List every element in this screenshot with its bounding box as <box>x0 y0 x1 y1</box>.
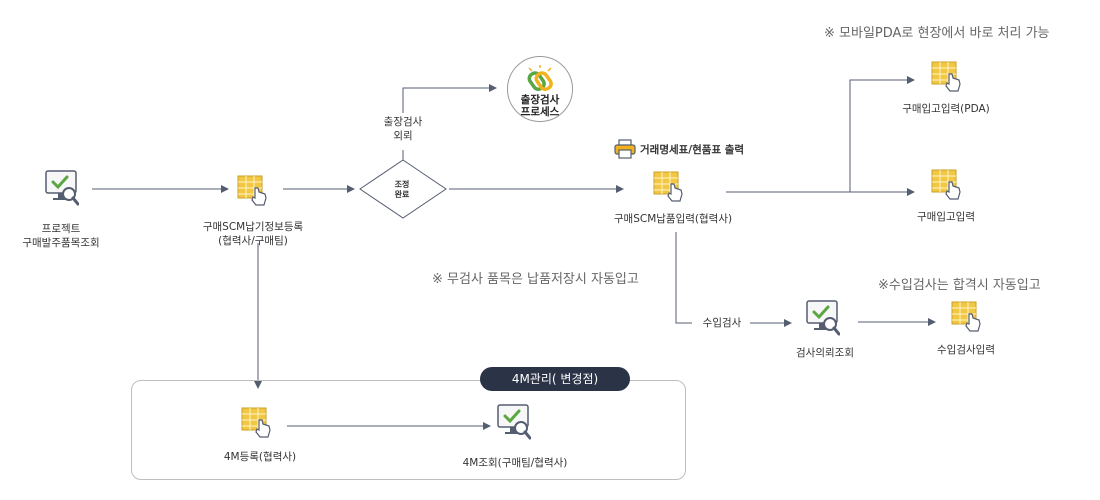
monitor-check-icon <box>45 170 79 206</box>
node-inspection-input-label: 수입검사입력 <box>937 344 995 356</box>
monitor-check-icon <box>806 300 840 336</box>
print-label: 거래명세표/현품표 출력 <box>640 144 745 156</box>
node-scm-delivery-label: 구매SCM납품입력(협력사) <box>613 213 733 225</box>
node-purchase-pda-label: 구매입고입력(PDA) <box>902 103 990 115</box>
decision-line2: 완료 <box>394 190 410 199</box>
printer-icon <box>614 139 636 159</box>
line-scm-delivery-to-import-inspection <box>675 232 692 324</box>
document-hand-icon <box>931 169 961 200</box>
inspection-request-line1: 출장검사 <box>383 116 423 128</box>
node-4m-query-label: 4M조회(구매팀/협력사) <box>462 457 568 469</box>
document-hand-icon <box>653 171 683 202</box>
document-hand-icon <box>931 61 961 92</box>
node-4m-register-label: 4M등록(협력사) <box>223 451 297 463</box>
import-pass-note: ※수입검사는 합격시 자동입고 <box>878 278 1041 293</box>
node-project-line2: 구매발주품목조회 <box>22 237 100 249</box>
node-scm-register-line2: (협력사/구매팀) <box>218 235 288 247</box>
4m-management-group <box>131 380 686 480</box>
decision-line1: 조정 <box>394 180 410 189</box>
arrow-to-purchase-pda <box>849 76 915 192</box>
decision-diamond <box>359 159 447 219</box>
document-hand-icon <box>237 175 267 206</box>
no-inspection-note: ※ 무검사 품목은 납품저장시 자동입고 <box>432 272 639 287</box>
node-inspection-query-label: 검사의뢰조회 <box>796 347 854 359</box>
field-inspection-line1: 출장검사 <box>520 94 560 106</box>
decision-label: 조정 완료 <box>380 180 424 200</box>
node-scm-register-line1: 구매SCM납기정보등록 <box>202 221 304 233</box>
4m-group-title: 4M관리( 변경점) <box>480 367 630 391</box>
node-project-line1: 프로젝트 <box>41 223 81 235</box>
import-inspection-label: 수입검사 <box>702 317 742 329</box>
field-inspection-line2: 프로세스 <box>520 106 560 118</box>
document-hand-icon <box>241 407 271 438</box>
document-hand-icon <box>951 301 981 332</box>
inspection-request-line2: 외뢰 <box>393 130 413 142</box>
pda-note: ※ 모바일PDA로 현장에서 바로 처리 가능 <box>824 26 1050 41</box>
node-purchase-in-label: 구매입고입력 <box>917 211 975 223</box>
arrow-inspection-request-to-field-process <box>402 84 497 113</box>
chain-link-icon <box>527 65 553 92</box>
field-inspection-label: 출장검사 프로세스 <box>507 94 573 118</box>
monitor-check-icon <box>497 404 531 440</box>
